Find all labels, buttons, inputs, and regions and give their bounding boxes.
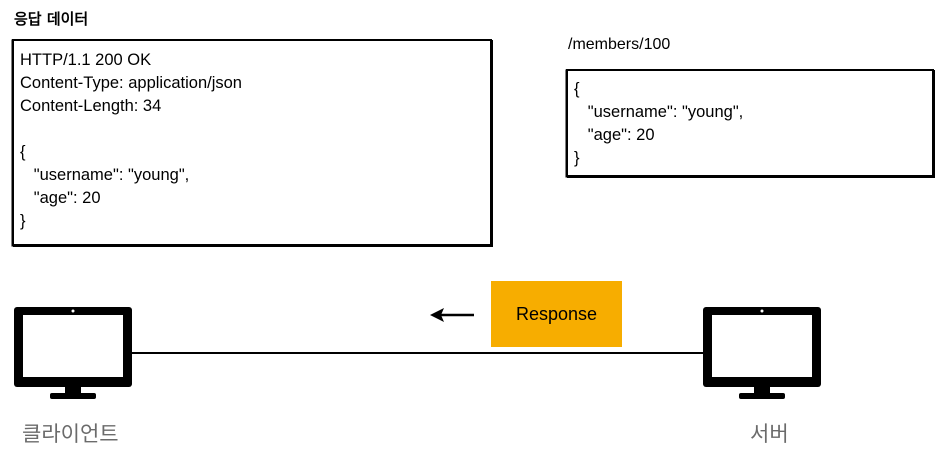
content-length-header: Content-Length: 34 — [20, 97, 162, 115]
http-response-message-box: HTTP/1.1 200 OK Content-Type: applicatio… — [12, 39, 492, 246]
blank-line — [20, 118, 484, 141]
resource-line: "username": "young", — [574, 103, 744, 121]
resource-path: /members/100 — [568, 36, 671, 53]
resource-line: { — [574, 80, 580, 98]
body-line: "age": 20 — [20, 189, 101, 207]
left-arrow-icon — [430, 308, 474, 322]
status-line: HTTP/1.1 200 OK — [20, 51, 152, 69]
server-label: 서버 — [750, 422, 789, 446]
client-monitor-icon — [14, 307, 132, 399]
server-monitor-icon — [703, 307, 821, 399]
response-label-box: Response — [491, 281, 622, 347]
client-label: 클라이언트 — [22, 422, 119, 446]
client-server-connector — [132, 352, 704, 354]
body-line: } — [20, 212, 26, 230]
resource-line: } — [574, 149, 580, 167]
response-label: Response — [515, 303, 598, 324]
resource-line: "age": 20 — [574, 126, 655, 144]
body-line: { — [20, 143, 26, 161]
member-resource-box: { "username": "young", "age": 20 } — [566, 69, 934, 177]
content-type-header: Content-Type: application/json — [20, 74, 242, 92]
body-line: "username": "young", — [20, 166, 190, 184]
section-title: 응답 데이터 — [14, 10, 89, 28]
